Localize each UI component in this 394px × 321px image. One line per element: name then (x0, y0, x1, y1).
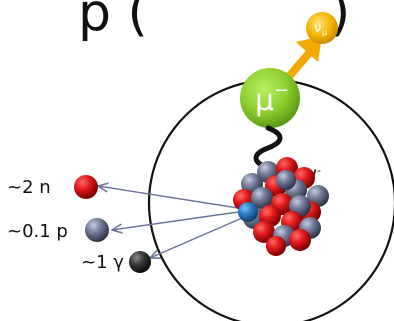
nucleon-proton (289, 229, 311, 251)
arrow-to-neutron (98, 186, 239, 209)
arrow-to-photon (150, 217, 243, 258)
emitted-photon (129, 251, 151, 273)
emitted-neutron (74, 175, 98, 199)
nucleon-proton (266, 236, 286, 256)
nucleon-neutron (276, 170, 296, 190)
muon-label: μ (255, 83, 274, 118)
proton-count-label: ~0.1 p (7, 221, 68, 242)
arrow-to-proton (112, 211, 239, 230)
nucleon-highlighted (238, 202, 258, 222)
neutrino-subscript: μ (322, 28, 327, 37)
nucleon-proton (253, 221, 275, 243)
nucleus (233, 157, 329, 256)
neutrino-label: ν (314, 21, 321, 36)
photon-count-label: ~1 γ (81, 252, 124, 273)
muon-particle: μ − (240, 68, 300, 128)
muon-superscript: − (274, 80, 289, 101)
emission-arrows (98, 186, 243, 258)
nucleon-neutron (251, 187, 273, 209)
neutrino-particle: ν μ (306, 12, 338, 44)
heading-fragment: p ( (78, 0, 148, 43)
emitted-proton (85, 218, 109, 242)
neutron-count-label: ~2 n (7, 177, 51, 198)
w-boson-superscript: - (317, 164, 321, 177)
